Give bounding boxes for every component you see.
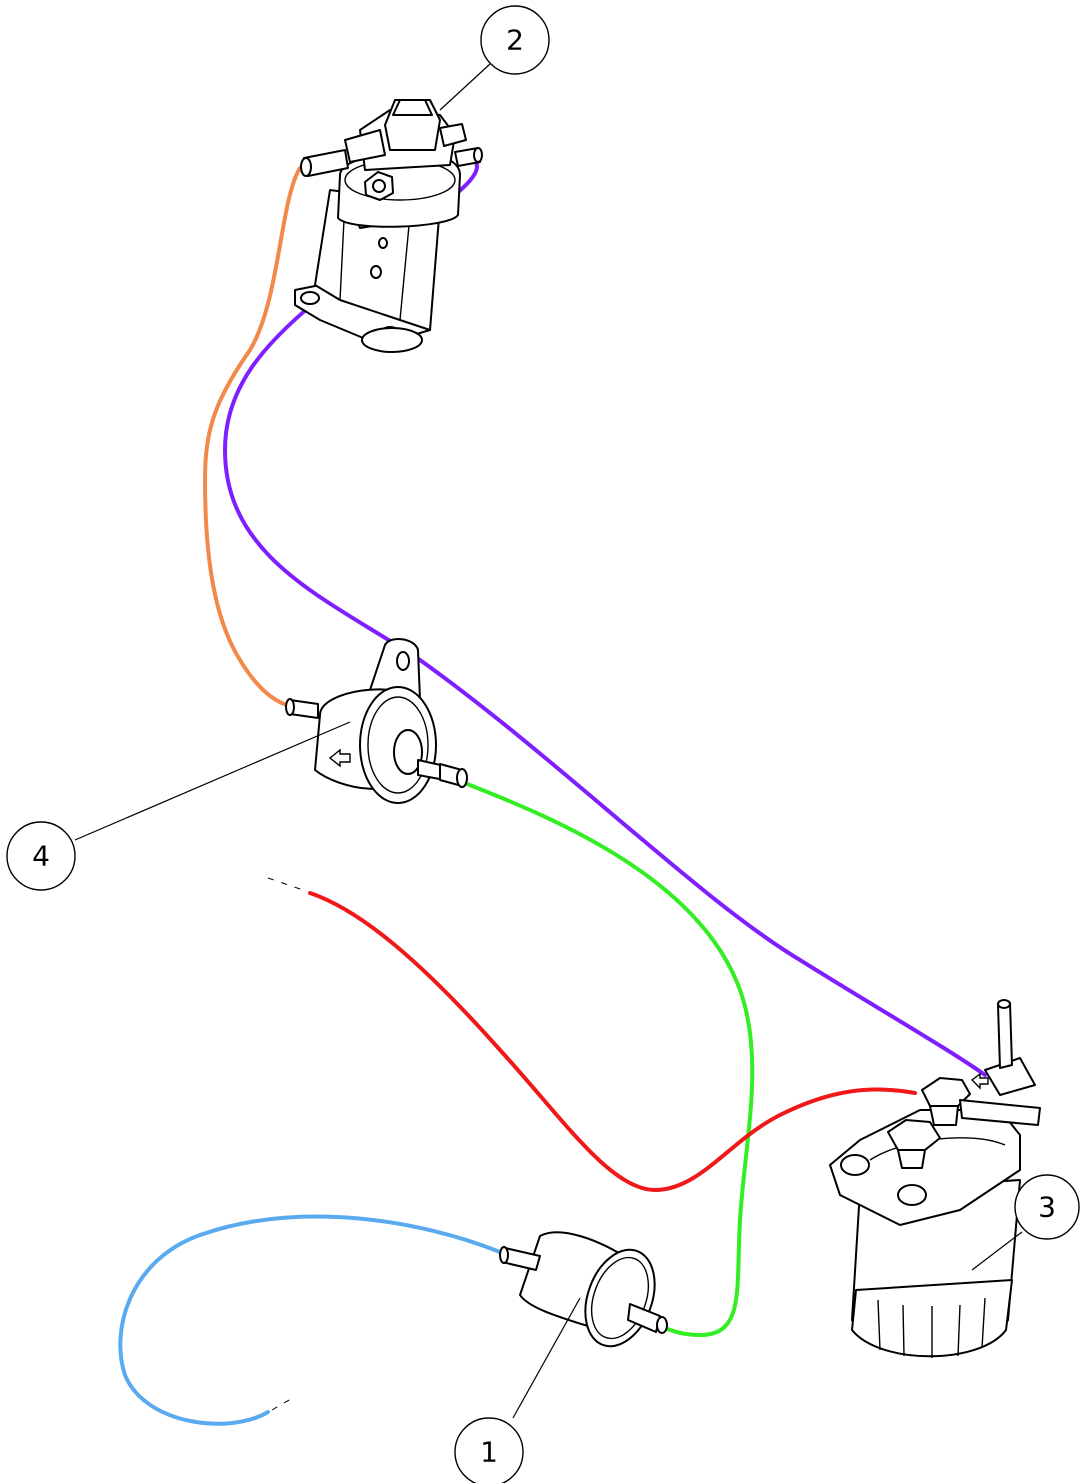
flow-direction-arrow-icon [970, 1072, 989, 1090]
hose-blue [118, 1214, 502, 1426]
balloon-4-label: 4 [32, 840, 50, 873]
balloon-2[interactable]: 2 [480, 5, 550, 75]
injection-pump[interactable] [294, 99, 483, 353]
hose-green [460, 780, 755, 1338]
balloon-2-label: 2 [506, 24, 524, 57]
fuel-filter-water-separator[interactable] [829, 999, 1041, 1358]
hose-orange [202, 166, 302, 708]
hose-end-centerline-red [267, 877, 307, 892]
balloon-1-label: 1 [480, 1436, 498, 1469]
leaders [74, 63, 1023, 1419]
balloon-3[interactable]: 3 [1014, 1174, 1080, 1240]
balloon-3-label: 3 [1038, 1191, 1056, 1224]
balloon-4[interactable]: 4 [6, 821, 76, 891]
flow-direction-arrow-icon [328, 748, 351, 768]
hose-end-centerline-blue [271, 1395, 297, 1411]
hose-red [308, 891, 917, 1193]
balloon-1[interactable]: 1 [454, 1417, 524, 1483]
inline-fuel-filter[interactable] [499, 1231, 668, 1356]
electric-fuel-pump[interactable] [285, 638, 468, 804]
